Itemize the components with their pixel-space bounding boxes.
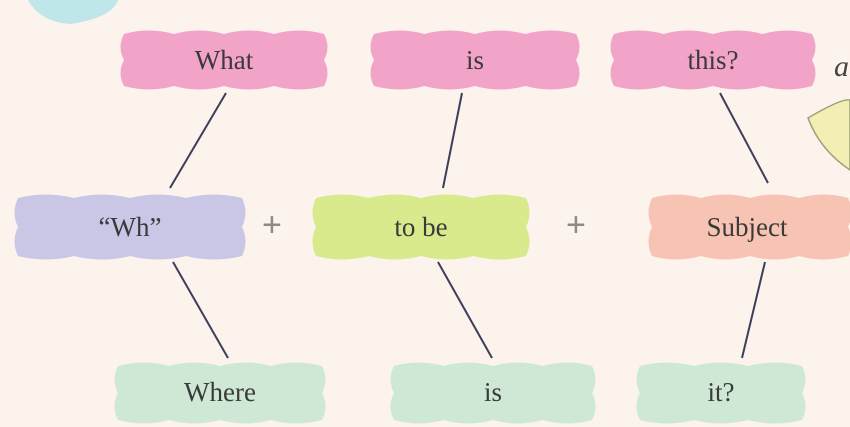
bottom-cloud-is-shape [390, 362, 596, 424]
plus-operator-2: + [566, 206, 586, 244]
decorative-yellow-leaf [807, 99, 850, 171]
connector-subject-it [741, 261, 766, 359]
top-cloud-what-shape [120, 30, 328, 90]
top-cloud-this-shape [610, 30, 816, 90]
connector-tobe-is [437, 261, 493, 359]
bottom-cloud-it-shape [636, 362, 806, 424]
middle-cloud-to-be-shape [312, 194, 530, 260]
middle-cloud-subject-shape [648, 194, 850, 260]
decorative-teal-corner [28, 0, 118, 24]
top-cloud-is-shape [370, 30, 580, 90]
connector-this-subject [719, 92, 769, 184]
edge-glyph: a [834, 50, 849, 83]
bottom-cloud-where-shape [114, 362, 326, 424]
connector-what-wh [169, 92, 227, 189]
connector-wh-where [172, 261, 229, 359]
middle-cloud-wh-shape [14, 194, 246, 260]
connector-is-tobe [442, 92, 463, 189]
plus-operator-1: + [262, 206, 282, 244]
